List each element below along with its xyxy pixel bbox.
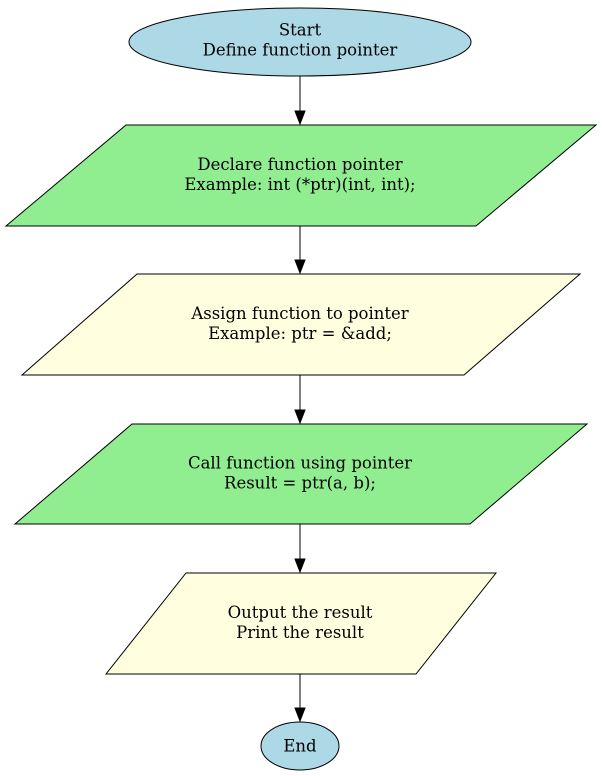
declare-shape [4,124,598,227]
call-shape [13,423,589,525]
call-label-line2: Result = ptr(a, b); [224,474,376,493]
start-label-line1: Start [279,21,322,40]
output-label-line1: Output the result [228,603,373,622]
declare-label-line1: Declare function pointer [197,155,402,174]
edge-assign-to-call [294,375,306,425]
assign-label-line2: Example: ptr = &add; [208,324,392,343]
edge-output-to-end [294,674,306,723]
end-label: End [283,737,317,756]
edge-call-to-output [294,524,306,574]
output-label-line2: Print the result [236,623,364,642]
end-ellipse [260,721,340,771]
assign-label-line1: Assign function to pointer [190,304,408,323]
start-node: Start Define function pointer [128,7,472,77]
edge-start-to-declare [294,76,306,126]
declare-node: Declare function pointer Example: int (*… [4,124,598,227]
output-shape [104,572,498,675]
declare-label-line2: Example: int (*ptr)(int, int); [184,175,415,194]
call-label-line1: Call function using pointer [188,454,412,473]
output-node: Output the result Print the result [104,572,498,675]
assign-shape [20,273,582,376]
edge-declare-to-assign [294,226,306,275]
end-node: End [260,721,340,771]
call-node: Call function using pointer Result = ptr… [13,423,589,525]
assign-node: Assign function to pointer Example: ptr … [20,273,582,376]
start-label-line2: Define function pointer [203,41,398,60]
